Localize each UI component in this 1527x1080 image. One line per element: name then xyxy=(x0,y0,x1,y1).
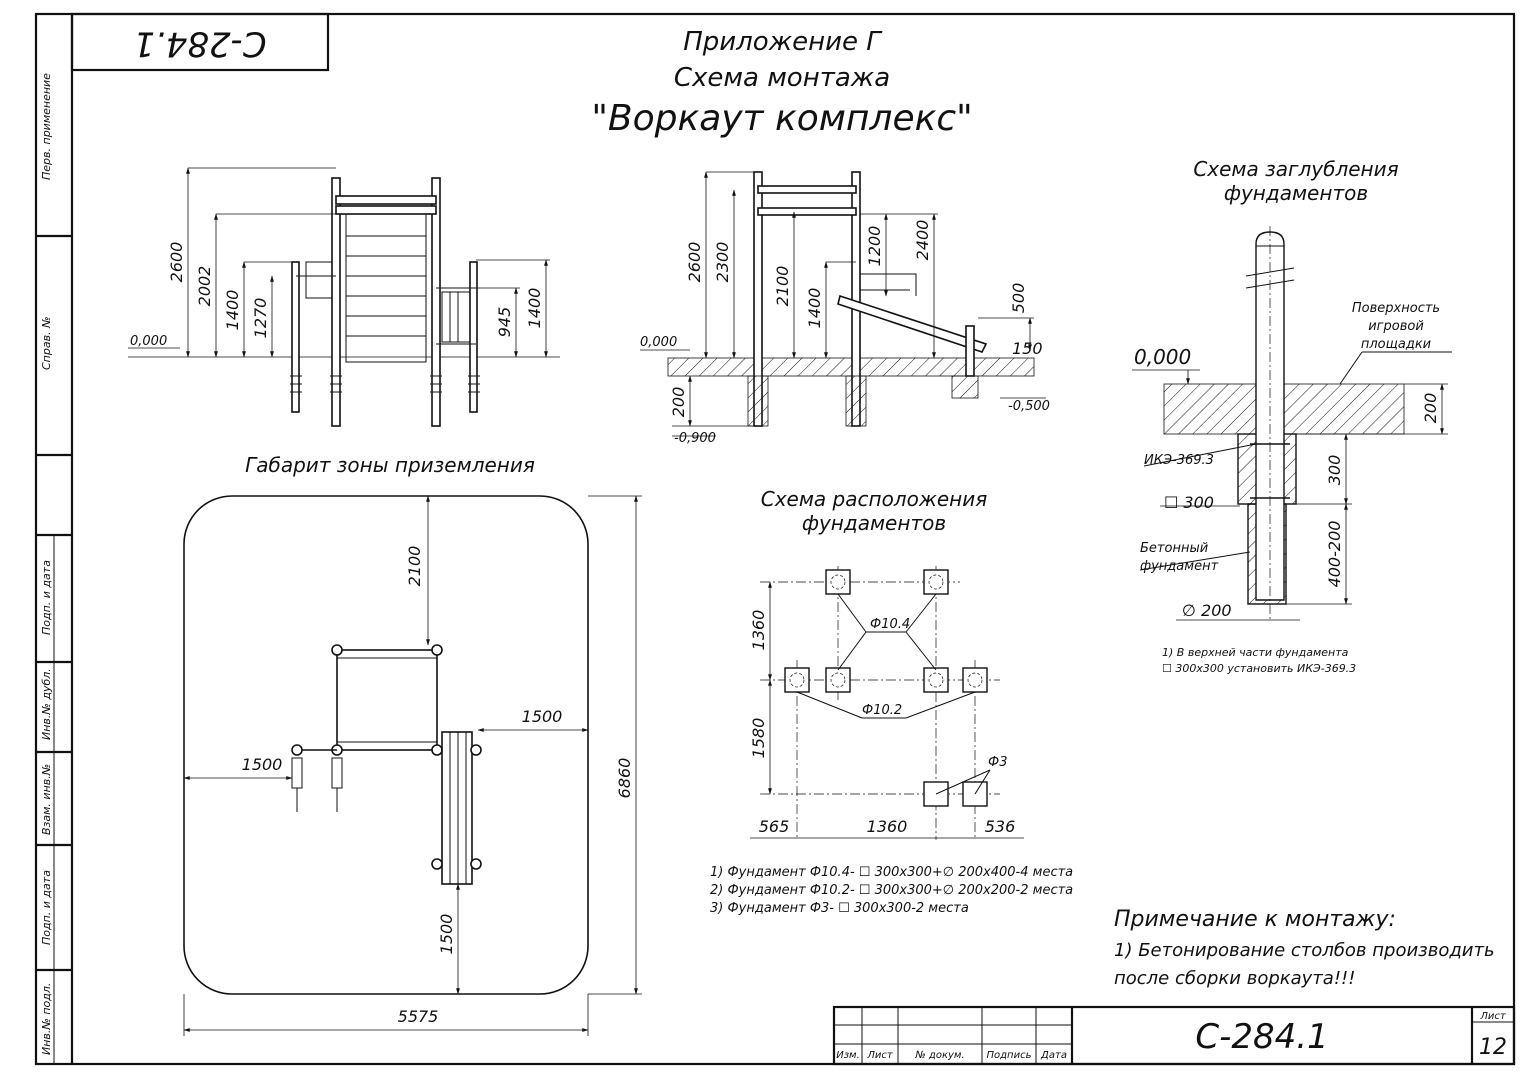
depth-note-2: ☐ 300х300 установить ИКЭ-369.3 xyxy=(1162,662,1356,675)
side-dim-4: 1400 xyxy=(805,288,824,329)
assembly-note: Примечание к монтажу: 1) Бетонирование с… xyxy=(1114,907,1495,989)
side-strip: Перв. применение Справ. № Подп. и дата И… xyxy=(36,73,72,1064)
foundation-layout: Схема расположения фундаментов xyxy=(710,487,1073,916)
title-block: Изм. Лист № докум. Подпись Дата С-284.1 … xyxy=(832,1005,1516,1066)
depth-dim-200: 200 xyxy=(1421,393,1440,424)
depth-dim-400: 400-200 xyxy=(1325,521,1344,588)
diameter-label: ∅ 200 xyxy=(1182,601,1232,620)
list-label: Лист xyxy=(1479,1011,1507,1022)
concrete-label-2: фундамент xyxy=(1140,559,1219,574)
header-title: "Воркаут комплекс" xyxy=(591,98,972,139)
side-level-incline: -0,500 xyxy=(1008,399,1050,414)
side-label-3: Подп. и дата xyxy=(40,560,53,635)
outer-frame xyxy=(34,12,1516,1066)
code-main: С-284.1 xyxy=(1195,1017,1328,1057)
side-dim-9: 200 xyxy=(669,387,688,418)
side-label-6: Подп. и дата xyxy=(40,870,53,945)
depth-title-1: Схема заглубления xyxy=(1193,157,1398,181)
landing-dim-bottom: 1500 xyxy=(437,914,456,955)
side-label-5: Взам. инв.№ xyxy=(40,764,53,835)
list-number: 12 xyxy=(1479,1035,1507,1060)
fl-dim-h1: 565 xyxy=(759,817,790,836)
fl-note-1: 1) Фундамент Ф10.4- ☐ 300х300+∅ 200х400-… xyxy=(710,865,1073,880)
landing-dim-width: 5575 xyxy=(398,1007,439,1026)
surface-label-1: Поверхность xyxy=(1352,301,1440,316)
landing-dim-right: 1500 xyxy=(522,707,563,726)
landing-zone-title: Габарит зоны приземления xyxy=(245,453,535,477)
fl-note-2: 2) Фундамент Ф10.2- ☐ 300х300+∅ 200х200-… xyxy=(710,883,1073,898)
code-top: С-284.1 xyxy=(133,24,266,64)
side-dim-8: 150 xyxy=(1012,339,1043,358)
side-view: 0,000 2600 2300 2100 1400 1200 2400 xyxy=(640,171,1050,446)
landing-dim-top: 2100 xyxy=(405,546,424,587)
fl-dim-v2: 1580 xyxy=(749,718,768,759)
surface-label-2: игровой xyxy=(1368,319,1424,334)
label-f104: Ф10.4 xyxy=(870,617,910,632)
side-dim-6: 2400 xyxy=(913,220,932,261)
front-dim-2: 2002 xyxy=(195,266,214,307)
landing-zone-outline xyxy=(183,495,589,995)
side-dim-3: 2100 xyxy=(773,266,792,307)
side-label-2: Справ. № xyxy=(40,316,53,370)
front-dim-1: 2600 xyxy=(167,242,186,283)
front-dim-6: 1400 xyxy=(525,288,544,329)
assembly-note-line1: 1) Бетонирование столбов производить xyxy=(1114,940,1495,961)
tb-col-3: № докум. xyxy=(914,1050,964,1061)
fl-dim-h3: 536 xyxy=(985,817,1016,836)
label-f102: Ф10.2 xyxy=(862,703,902,718)
assembly-note-line2: после сборки воркаута!!! xyxy=(1114,968,1355,989)
side-label-1: Перв. применение xyxy=(40,73,53,180)
front-dim-3: 1400 xyxy=(223,290,242,331)
code-box-top xyxy=(70,12,330,72)
fl-dim-h2: 1360 xyxy=(867,817,908,836)
depth-level: 0,000 xyxy=(1134,345,1191,369)
side-level-bottom: -0,900 xyxy=(674,431,716,446)
ike-label: ИКЭ-369.3 xyxy=(1144,453,1214,468)
side-label-4: Инв.№ дубл. xyxy=(40,668,53,740)
front-dim-5: 945 xyxy=(495,307,514,338)
side-dim-5: 1200 xyxy=(865,226,884,267)
landing-dim-height: 6860 xyxy=(615,758,634,799)
label-f3: Ф3 xyxy=(988,755,1007,770)
tb-col-4: Подпись xyxy=(987,1050,1032,1061)
surface-label-3: площадки xyxy=(1361,337,1431,352)
side-dim-1: 2600 xyxy=(685,242,704,283)
header-line2: Схема монтажа xyxy=(674,63,890,93)
landing-zone: Габарит зоны приземления 2100 xyxy=(183,453,642,1036)
fl-dim-v1: 1360 xyxy=(749,610,768,651)
tb-col-2: Лист xyxy=(866,1050,894,1061)
concrete-label-1: Бетонный xyxy=(1140,541,1208,556)
tb-col-5: Дата xyxy=(1040,1050,1067,1061)
fl-note-3: 3) Фундамент Ф3- ☐ 300х300-2 места xyxy=(710,901,969,916)
header-line1: Приложение Г xyxy=(683,27,883,57)
depth-title-2: фундаментов xyxy=(1224,181,1368,205)
front-view: 0,000 xyxy=(128,167,560,427)
foundation-layout-title-2: фундаментов xyxy=(802,511,946,535)
square-label: ☐ 300 xyxy=(1164,493,1214,512)
foundation-layout-title-1: Схема расположения xyxy=(761,487,988,511)
front-dim-4: 1270 xyxy=(251,298,270,339)
side-label-7: Инв.№ подл. xyxy=(40,983,53,1055)
depth-dim-300: 300 xyxy=(1325,455,1344,486)
side-dim-2: 2300 xyxy=(713,242,732,283)
depth-note-1: 1) В верхней части фундамента xyxy=(1162,646,1349,659)
assembly-note-title: Примечание к монтажу: xyxy=(1114,907,1396,932)
front-level: 0,000 xyxy=(130,334,167,349)
side-level: 0,000 xyxy=(640,335,677,350)
depth-scheme: Схема заглубления фундаментов 0,000 Пове… xyxy=(1132,157,1452,675)
landing-dim-left: 1500 xyxy=(242,755,283,774)
tb-col-1: Изм. xyxy=(836,1050,860,1061)
side-dim-7: 500 xyxy=(1009,283,1028,314)
